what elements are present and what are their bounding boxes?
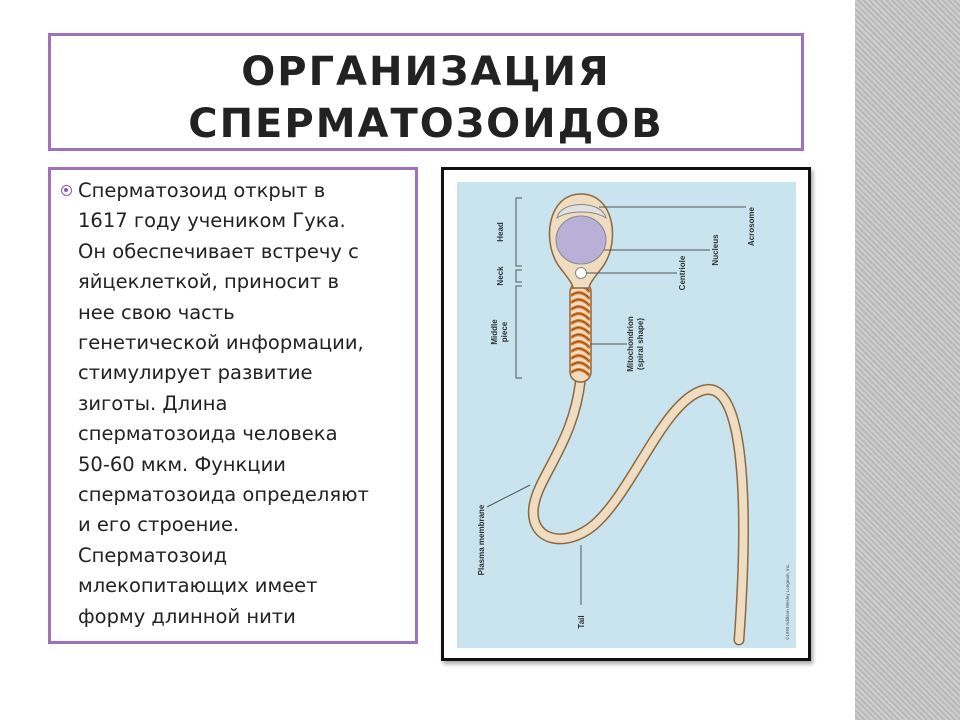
mitochondrion-coil-edge [571,306,590,313]
text-content-box: Сперматозоид открыт в 1617 году учеником… [48,167,418,644]
acrosome [556,204,607,220]
head-bracket [515,197,522,267]
mitochondrion-spiral [570,284,591,377]
label-middle-piece-line1: Middle [490,319,499,345]
label-plasma-membrane: Plasma membrane [477,504,486,575]
tail-body [529,370,748,644]
decorative-side-stripe [855,0,960,720]
label-head: Head [496,222,505,242]
mitochondrion-coil-edge [571,299,590,306]
mitochondrion-coil-edge [571,341,590,348]
label-mitochondrion-line1: Mitochondrion [626,316,635,372]
mitochondrion-coil-edge [571,369,590,376]
mitochondrion-coil-edge [571,362,590,369]
label-nucleus: Nucleus [711,234,720,266]
mitochondrion-coil-edge [571,334,590,341]
title-box: ОРГАНИЗАЦИЯ СПЕРМАТОЗОИДОВ [48,33,804,151]
title-line-1: ОРГАНИЗАЦИЯ [241,49,611,95]
label-tail: Tail [577,615,586,628]
sperm-diagram-frame: Head Neck Middle piece Acrosome Nucleus … [441,167,811,661]
label-neck: Neck [496,266,505,286]
label-middle-piece-line2: piece [500,321,509,342]
mitochondrion-coil-edge [571,348,590,355]
middle-piece-bracket [515,285,522,379]
mitochondrion-coil-edge [571,313,590,320]
leader-lines [486,206,746,605]
label-centriole: Centriole [678,255,687,290]
label-mitochondrion-line2: (spiral shape) [636,318,645,370]
mitochondrion-coil-edge [571,355,590,362]
mitochondrion-coil-edge [571,327,590,334]
left-brackets [515,197,522,379]
mitochondrion-coil-edge [571,292,590,299]
mitochondrion-coil-edge [571,320,590,327]
slide-title: ОРГАНИЗАЦИЯ СПЕРМАТОЗОИДОВ [51,46,801,150]
bullet-icon [61,185,72,196]
plasma-membrane-leader [486,484,531,508]
body-paragraph: Сперматозоид открыт в 1617 году учеником… [78,179,369,628]
nucleus [555,215,607,265]
neck-bracket [515,269,522,283]
label-acrosome: Acrosome [747,206,756,246]
sperm-diagram: Head Neck Middle piece Acrosome Nucleus … [457,182,796,648]
title-line-2: СПЕРМАТОЗОИДОВ [188,101,664,147]
centriole [575,267,587,279]
figure-copyright: ©1999 Addison Wesley Longman, Inc. [784,564,790,640]
